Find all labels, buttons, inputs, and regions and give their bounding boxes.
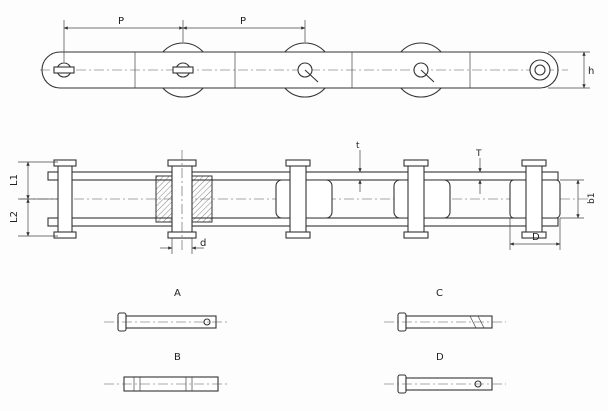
pin-variant-a: A <box>104 288 230 332</box>
T-dimension: T <box>475 149 482 194</box>
sectioned-pin <box>155 150 213 250</box>
roller-section-2 <box>275 159 333 239</box>
b1-label: b1 <box>587 193 597 204</box>
pin-1 <box>57 161 73 237</box>
roller-section-4 <box>509 159 561 239</box>
l1-label: L1 <box>9 174 20 186</box>
roller-diameter-dimension: D <box>509 218 561 250</box>
pin-variant-b: B <box>104 352 230 392</box>
pitch-label-2: P <box>240 16 246 27</box>
pin-variant-d: D <box>384 352 506 394</box>
pitch-dimension: P P <box>63 16 306 62</box>
length-dimensions: L1 L2 <box>9 161 58 237</box>
pin-d-label: D <box>436 352 444 363</box>
height-label: h <box>588 66 594 77</box>
chain-plan-view: L1 L2 d t T b1 <box>9 141 597 254</box>
height-dimension: h <box>548 51 594 89</box>
t-label: t <box>356 141 360 151</box>
inner-width-dimension: b1 <box>560 179 597 219</box>
pin-a-label: A <box>174 288 181 299</box>
pin-variant-c: C <box>384 288 506 332</box>
l2-label: L2 <box>9 211 20 223</box>
T-label: T <box>475 149 482 159</box>
pin-diameter-dimension: d <box>160 238 206 254</box>
plate-thickness-dimension: t <box>356 141 362 192</box>
pin-c-label: C <box>436 288 443 299</box>
D-label: D <box>532 232 540 243</box>
pitch-label-1: P <box>118 16 124 27</box>
d-label: d <box>200 238 206 249</box>
pin-b-label: B <box>174 352 181 363</box>
chain-side-view: P P h <box>40 16 594 98</box>
roller-section-3 <box>393 159 451 239</box>
pin-heads <box>53 59 551 83</box>
